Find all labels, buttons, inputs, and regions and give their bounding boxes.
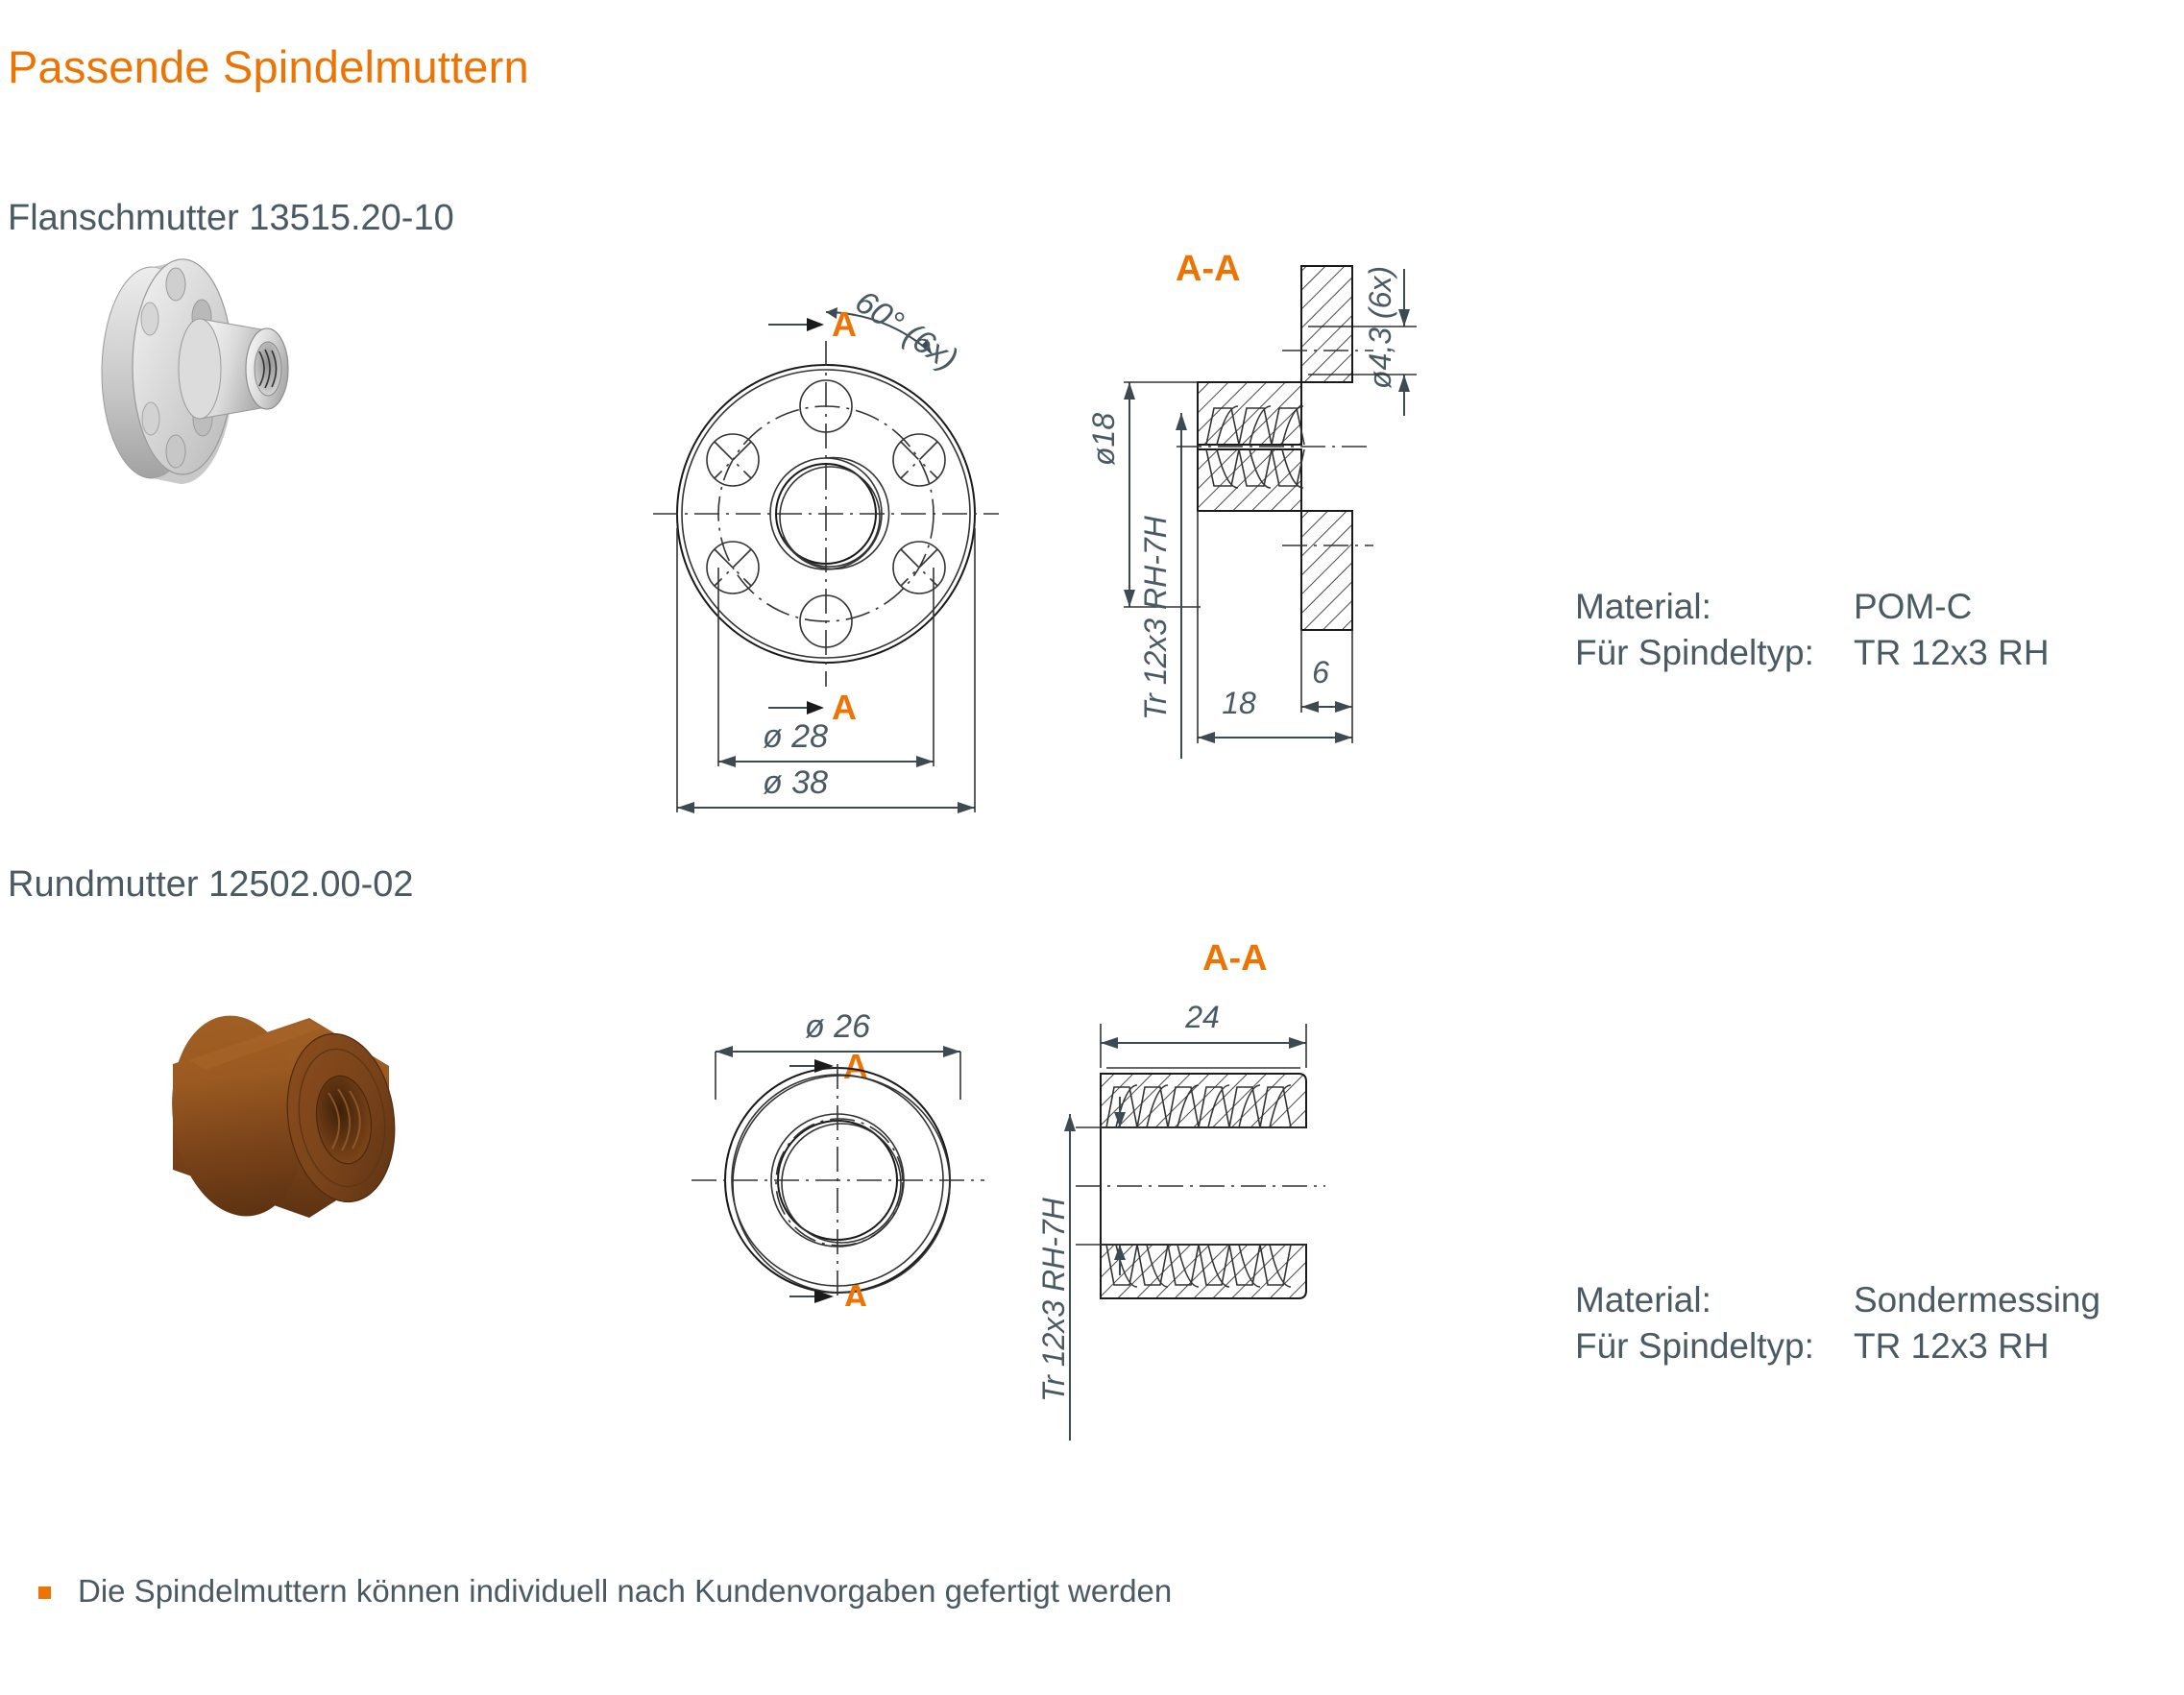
flange-section-view-drawing: A-A ø4,3 (6x) ø18 Tr 12x3 RH-7H [1086, 249, 1417, 759]
material-info-flanschmutter: Material: POM-C Für Spindeltyp: TR 12x3 RH [1575, 584, 2050, 676]
dimension-dia-18: ø18 [1086, 413, 1121, 466]
section-mark-a-top: A [832, 304, 857, 344]
footnote: Die Spindelmuttern können individuell na… [38, 1573, 1172, 1610]
section-mark-a-bottom-round: A [843, 1277, 868, 1306]
dimension-dia-4-3: ø4,3 (6x) [1363, 266, 1397, 389]
round-nut-section-view-drawing: A-A 24 Tr 12x3 RH-7H [1037, 938, 1325, 1441]
round-nut-3d-render [172, 1015, 396, 1218]
angle-label-60deg: 60° (6x) [849, 283, 964, 377]
round-nut-front-view-drawing: ø 26 A A [692, 1008, 984, 1306]
page-title: Passende Spindelmuttern [8, 41, 529, 92]
thread-callout-tr12x3: Tr 12x3 RH-7H [1138, 515, 1173, 720]
material-info-rundmutter: Material: Sondermessing Für Spindeltyp: TR… [1575, 1277, 2100, 1369]
product-heading-rundmutter: Rundmutter 12502.00-02 [8, 864, 414, 905]
section-mark-a-top-round: A [843, 1047, 868, 1086]
product-heading-flanschmutter: Flanschmutter 13515.20-10 [8, 198, 454, 238]
spindle-value-round: TR 12x3 RH [1854, 1326, 2050, 1367]
dimension-dia-28: ø 28 [763, 718, 828, 755]
spindle-label: Für Spindeltyp: [1575, 633, 1814, 673]
dimension-dia-26: ø 26 [805, 1008, 870, 1045]
spindle-value: TR 12x3 RH [1854, 633, 2050, 673]
footnote-text: Die Spindelmuttern können individuell na… [78, 1573, 1173, 1609]
material-label: Material: [1575, 587, 1711, 626]
flange-nut-3d-render [101, 258, 289, 484]
material-value: POM-C [1854, 587, 1973, 626]
thread-callout-tr12x3-round: Tr 12x3 RH-7H [1037, 1197, 1071, 1402]
section-mark-a-bottom: A [832, 688, 857, 727]
section-title-a-a: A-A [1176, 249, 1241, 289]
dimension-length-24: 24 [1184, 1000, 1220, 1034]
dimension-length-6: 6 [1312, 655, 1329, 690]
spindle-label-round: Für Spindeltyp: [1575, 1326, 1814, 1367]
material-label-round: Material: [1575, 1280, 1711, 1320]
dimension-length-18: 18 [1222, 686, 1256, 720]
material-value-round: Sondermessing [1854, 1280, 2101, 1320]
dimension-dia-38: ø 38 [763, 764, 828, 801]
section-title-a-a-round: A-A [1202, 938, 1268, 979]
flange-front-view-drawing: 60° (6x) A A ø 28 ø 38 [653, 283, 999, 813]
square-bullet-icon [38, 1586, 51, 1599]
